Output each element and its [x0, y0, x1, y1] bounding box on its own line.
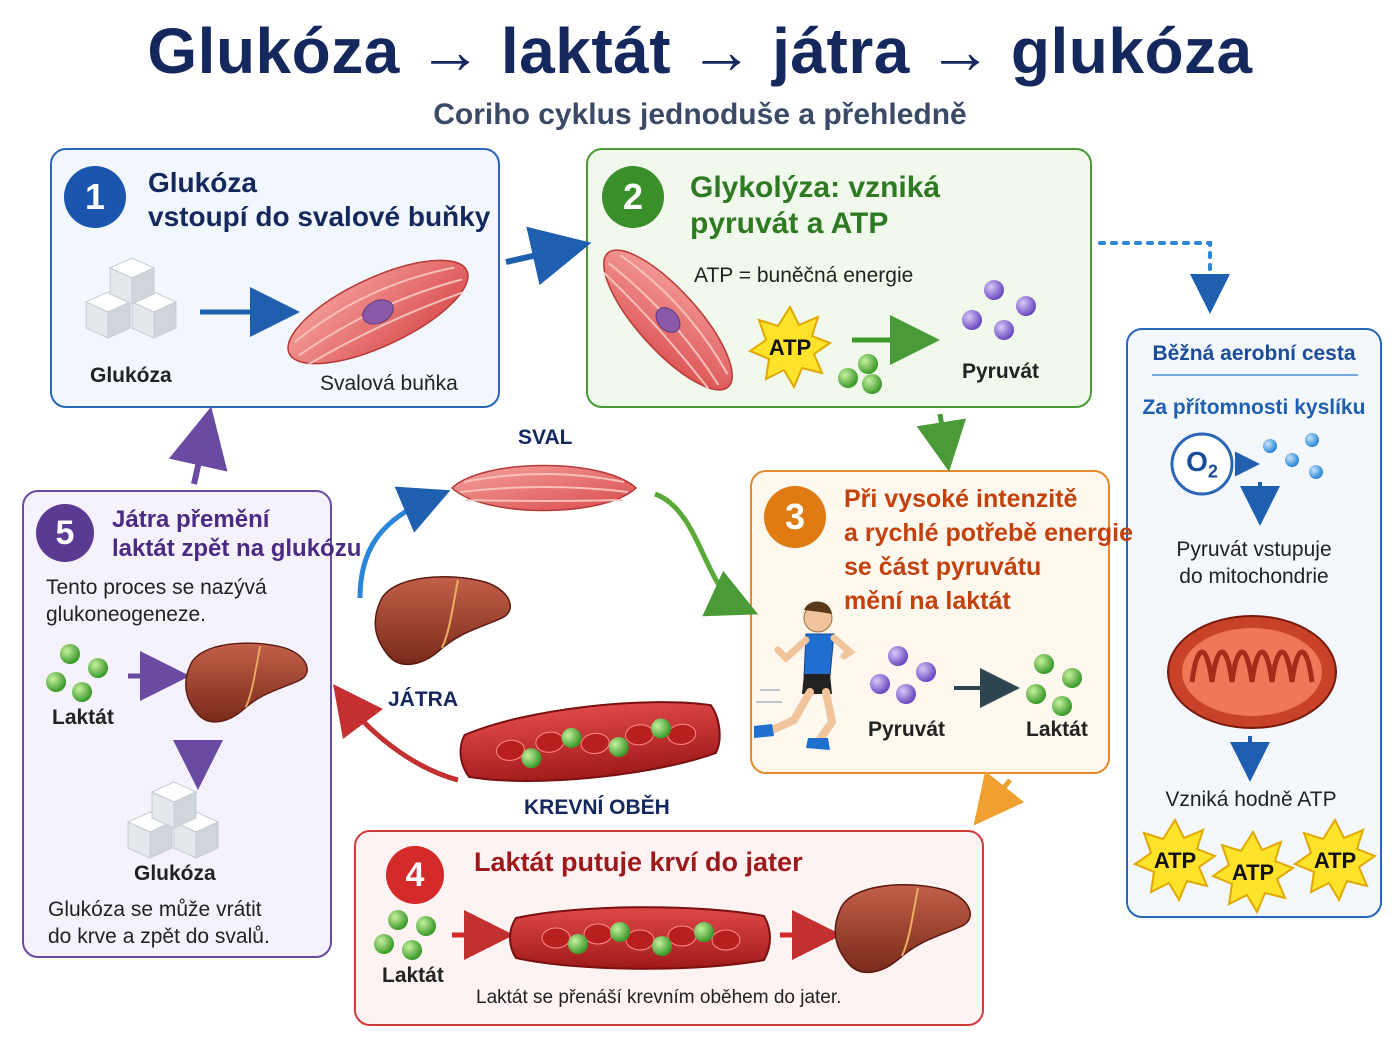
- step5-sugar-cubes-icon: [127, 781, 219, 859]
- step2-atp-label: ATP: [769, 335, 811, 360]
- step5-glucose-label: Glukóza: [134, 862, 216, 885]
- step5-lactate-molecules: [46, 644, 108, 702]
- step4-title: Laktát putuje krví do jater: [474, 847, 803, 877]
- step3-lactate-label: Laktát: [1026, 718, 1088, 741]
- step1-title: Glukóza vstoupí do svalové buňky: [148, 166, 490, 233]
- step3-badge: 3: [764, 486, 826, 548]
- oxygen-icon: [1170, 432, 1234, 496]
- step5-box: [22, 490, 332, 958]
- mitochondrion-icon: [1167, 615, 1337, 729]
- step5-note: Glukóza se může vrátit do krve a zpět do…: [48, 896, 270, 951]
- runner-icon: [754, 601, 856, 750]
- step5-badge: 5: [36, 504, 94, 562]
- center-liver-label: JÁTRA: [388, 688, 459, 711]
- aerobic-atp-2: ATP: [1232, 860, 1274, 885]
- aerobic-text1: Pyruvát vstupuje do mitochondrie: [1126, 536, 1382, 591]
- step2-title-line2: pyruvát a ATP: [690, 207, 889, 240]
- aerobic-text1-line1: Pyruvát vstupuje: [1176, 538, 1332, 561]
- step2-pyruvate-label: Pyruvát: [962, 360, 1040, 383]
- pyruvate-molecules-icon: [962, 280, 1036, 340]
- step2-title: Glykolýza: vzniká pyruvát a ATP: [690, 170, 940, 242]
- arrow-5-to-1: [168, 406, 228, 485]
- step3-pyruvate-label: Pyruvát: [868, 718, 946, 741]
- arrow-muscle-to-step3: [654, 491, 759, 617]
- arrow-2-to-3: [916, 413, 967, 472]
- step3-text: Při vysoké intenzitě a rychlé potřebě en…: [844, 482, 1133, 618]
- step5-desc-line1: Tento proces se nazývá: [46, 576, 267, 599]
- step4-lactate-molecules: [374, 910, 436, 960]
- oxygen-label-sub: 2: [1207, 461, 1218, 482]
- aerobic-atp-3: ATP: [1314, 848, 1356, 873]
- step4-note: Laktát se přenáší krevním oběhem do jate…: [476, 987, 842, 1008]
- center-blood-label: KREVNÍ OBĚH: [524, 796, 670, 819]
- step5-note-line1: Glukóza se může vrátit: [48, 898, 262, 921]
- step3-pyruvate-molecules: [870, 646, 936, 704]
- step3-lactate-molecules: [1026, 654, 1082, 716]
- step1-glucose-label: Glukóza: [90, 364, 172, 387]
- arrow-to-aerobic: [1098, 241, 1230, 314]
- step4-blood-vessel-icon: [509, 906, 771, 970]
- arrow-3-to-4: [973, 770, 1025, 826]
- step5-title: Játra přemění laktát zpět na glukózu: [112, 506, 361, 564]
- step5-title-line1: Játra přemění: [112, 506, 270, 533]
- aerobic-text2: Vzniká hodně ATP: [1165, 788, 1337, 811]
- step3-text-line4: mění na laktát: [844, 587, 1011, 615]
- center-muscle-icon: [450, 464, 638, 512]
- muscle-cell-icon: [287, 259, 469, 366]
- aerobic-atp-1: ATP: [1154, 848, 1196, 873]
- step4-lactate-label: Laktát: [382, 964, 444, 987]
- main-title: Glukóza → laktát → játra → glukóza: [147, 15, 1253, 87]
- step3-text-line2: a rychlé potřebě energie: [844, 519, 1134, 547]
- step3-text-line3: se část pyruvátu: [844, 553, 1042, 581]
- oxygen-label: O2: [1172, 446, 1232, 483]
- step1-title-line2: vstoupí do svalové buňky: [148, 200, 491, 232]
- aerobic-divider: [1152, 374, 1358, 376]
- aerobic-subtitle: Za přítomnosti kyslíku: [1142, 396, 1366, 419]
- step5-title-line2: laktát zpět na glukózu: [112, 534, 362, 562]
- step5-note-line2: do krve a zpět do svalů.: [48, 925, 270, 949]
- subtitle: Coriho cyklus jednoduše a přehledně: [433, 98, 967, 131]
- step4-badge: 4: [386, 846, 444, 904]
- step5-desc-line2: glukoneogeneze.: [46, 603, 206, 627]
- aerobic-title: Běžná aerobní cesta: [1152, 342, 1356, 365]
- center-muscle-label: SVAL: [518, 426, 573, 449]
- step2-note: ATP = buněčná energie: [694, 264, 914, 287]
- center-blood-vessel-icon: [459, 701, 721, 783]
- muscle-cell-icon-step2: [603, 249, 733, 391]
- sugar-cubes-icon: [85, 257, 177, 339]
- step2-badge: 2: [602, 166, 664, 228]
- step3-text-line1: Při vysoké intenzitě: [844, 485, 1078, 513]
- arrow-blood-to-liver: [332, 684, 459, 783]
- arrow-liver-to-muscle: [357, 486, 451, 599]
- step1-badge: 1: [64, 166, 126, 228]
- step5-desc: Tento proces se nazývá glukoneogeneze.: [46, 574, 267, 629]
- oxygen-label-o: O: [1186, 446, 1208, 477]
- step2-title-line1: Glykolýza: vzniká: [690, 171, 941, 204]
- arrow-1-to-2: [505, 226, 592, 286]
- step1-cell-label: Svalová buňka: [320, 372, 458, 395]
- step1-title-line1: Glukóza: [148, 167, 257, 198]
- aerobic-text1-line2: do mitochondrie: [1179, 565, 1329, 589]
- step5-lactate-label: Laktát: [52, 706, 114, 729]
